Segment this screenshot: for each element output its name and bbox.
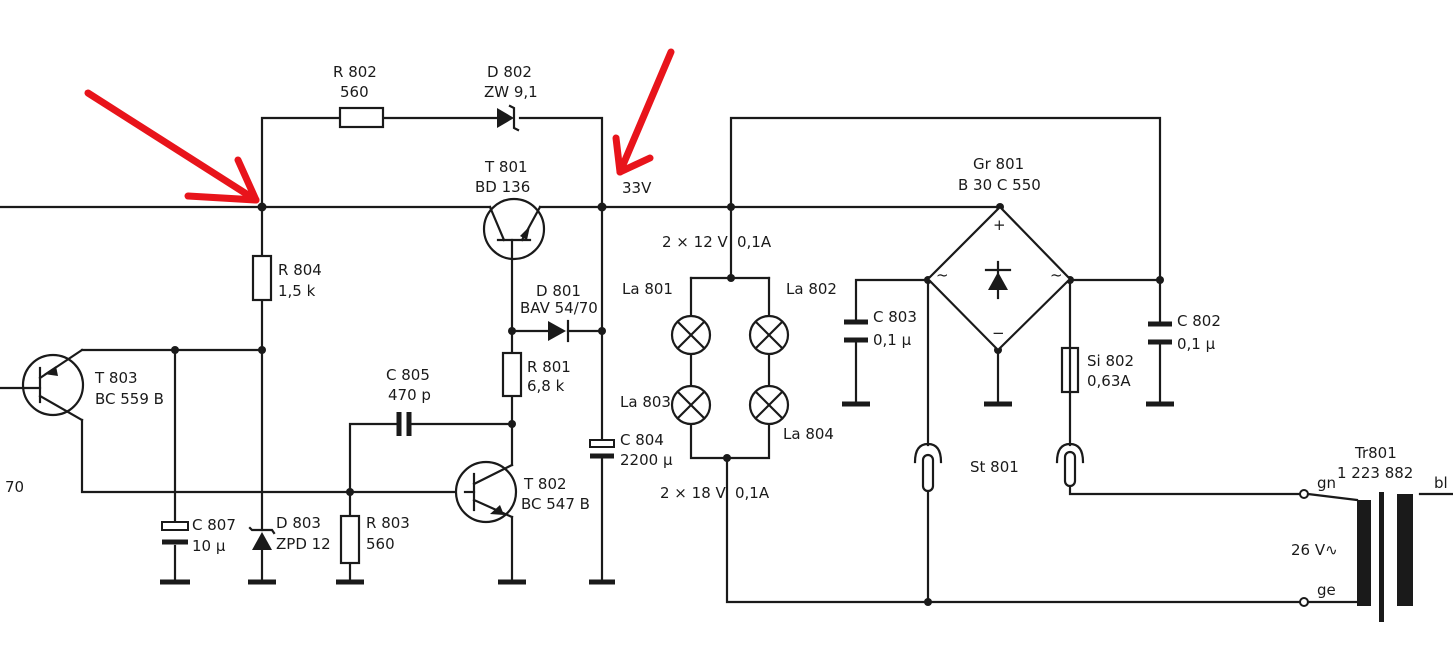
capacitor-c803: [844, 319, 868, 343]
label-c807-value: 10 μ: [192, 537, 226, 555]
label-la801: La 801: [622, 280, 673, 298]
label-t801-ref: T 801: [484, 158, 528, 176]
resistor-r802: [338, 106, 385, 129]
label-r802-value: 560: [340, 83, 369, 101]
transformer-tr801: [1299, 489, 1413, 622]
label-d803-ref: D 803: [276, 514, 321, 532]
labels: R 802 560 D 802 ZW 9,1 T 801 BD 136 33V …: [5, 63, 1448, 599]
label-c807-ref: C 807: [192, 516, 236, 534]
zener-diode-d803: [248, 526, 276, 582]
label-r803-value: 560: [366, 535, 395, 553]
label-c803-ref: C 803: [873, 308, 917, 326]
label-r802-ref: R 802: [333, 63, 377, 81]
label-r803-ref: R 803: [366, 514, 410, 532]
red-arrow-left: [84, 89, 260, 204]
label-tr801-ref: Tr801: [1354, 444, 1397, 462]
label-c805-value: 470 p: [388, 386, 431, 404]
label-left-70: 70: [5, 478, 24, 496]
label-d801-value: BAV 54/70: [520, 299, 598, 317]
label-lamp-bottom-current: 0,1A: [735, 484, 770, 502]
label-c802-ref: C 802: [1177, 312, 1221, 330]
resistor-r804: [251, 254, 273, 302]
connector-st801: [913, 442, 1085, 493]
label-t802-ref: T 802: [523, 475, 567, 493]
label-d802-ref: D 802: [487, 63, 532, 81]
capacitor-c805: [396, 412, 412, 436]
label-voltage-33v: 33V: [622, 179, 652, 197]
capacitor-c804: [589, 439, 615, 459]
label-t801-value: BD 136: [475, 178, 530, 196]
label-la802: La 802: [786, 280, 837, 298]
label-t802-value: BC 547 B: [521, 495, 590, 513]
label-d801-ref: D 801: [536, 282, 581, 300]
label-gr801-value: B 30 C 550: [958, 176, 1041, 194]
label-tr-gn: gn: [1317, 474, 1336, 492]
label-r804-value: 1,5 k: [278, 282, 316, 300]
label-la803: La 803: [620, 393, 671, 411]
capacitor-c807: [161, 521, 189, 545]
label-r804-ref: R 804: [278, 261, 322, 279]
label-si802-value: 0,63A: [1087, 372, 1131, 390]
label-gr801-ac-right: ~: [1050, 266, 1063, 284]
lamp-la802: [748, 314, 790, 356]
fuse-si802: [1060, 346, 1080, 394]
label-r801-value: 6,8 k: [527, 377, 565, 395]
lamp-la801: [670, 314, 712, 356]
label-d803-value: ZPD 12: [276, 535, 331, 553]
label-st801: St 801: [970, 458, 1019, 476]
label-r801-ref: R 801: [527, 358, 571, 376]
transistor-t802: [454, 460, 518, 524]
transistor-t803: [21, 348, 85, 422]
resistor-r801: [501, 351, 523, 398]
label-gr801-plus: +: [993, 216, 1006, 234]
label-c804-value: 2200 μ: [620, 451, 673, 469]
label-gr801-ac-left: ~: [936, 266, 949, 284]
label-gr801-minus: −: [992, 324, 1005, 342]
label-c805-ref: C 805: [386, 366, 430, 384]
bridge-rectifier-gr801: [926, 205, 1072, 352]
transistor-t801: [482, 197, 546, 261]
label-c804-ref: C 804: [620, 431, 664, 449]
label-t803-ref: T 803: [94, 369, 138, 387]
label-gr801-ref: Gr 801: [973, 155, 1024, 173]
label-tr-voltage: 26 V∿: [1291, 541, 1338, 559]
label-c802-value: 0,1 μ: [1177, 335, 1216, 353]
label-si802-ref: Si 802: [1087, 352, 1134, 370]
label-lamp-top-voltage: 2 × 12 V: [662, 233, 729, 251]
lamp-la803: [670, 384, 712, 426]
diode-d801: [548, 319, 570, 343]
resistor-r803: [339, 514, 361, 565]
label-lamp-top-current: 0,1A: [737, 233, 772, 251]
label-la804: La 804: [783, 425, 834, 443]
label-tr-bl: bl: [1434, 474, 1448, 492]
label-c803-value: 0,1 μ: [873, 331, 912, 349]
zener-diode-d802: [497, 104, 520, 132]
ground-bars: [160, 401, 1174, 585]
label-lamp-bottom-voltage: 2 × 18 V: [660, 484, 727, 502]
capacitor-c802: [1148, 321, 1172, 345]
label-tr801-value: 1 223 882: [1337, 464, 1413, 482]
red-arrow-right: [612, 48, 675, 176]
lamp-la804: [748, 384, 790, 426]
label-d802-value: ZW 9,1: [484, 83, 538, 101]
label-tr-ge: ge: [1317, 581, 1336, 599]
label-t803-value: BC 559 B: [95, 390, 164, 408]
